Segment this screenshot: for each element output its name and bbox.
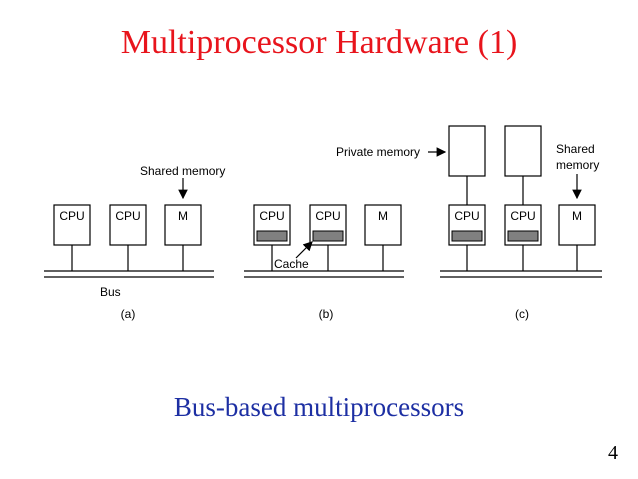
- cpu-label: CPU: [315, 209, 340, 223]
- cpu-label: CPU: [259, 209, 284, 223]
- cache-block: [256, 230, 288, 242]
- private-memory-box: [448, 125, 486, 177]
- bus-label: Bus: [100, 285, 121, 299]
- panel-b: CPU CPU M Cache (b): [244, 204, 404, 321]
- slide-title: Multiprocessor Hardware (1): [120, 24, 518, 61]
- cache-block: [507, 230, 539, 242]
- shared-memory-c-label-line2: memory: [556, 158, 599, 172]
- cpu-label: CPU: [510, 209, 535, 223]
- shared-memory-c-label-line1: Shared: [556, 142, 595, 156]
- shared-memory-label: Shared memory: [140, 164, 225, 178]
- cpu-label: CPU: [454, 209, 479, 223]
- cpu-box: [109, 204, 147, 246]
- memory-box: [558, 204, 596, 246]
- memory-label: M: [572, 209, 582, 223]
- panel-c-label: (c): [515, 307, 529, 321]
- cpu-label: CPU: [59, 209, 84, 223]
- panel-c: Private memory Shared memory CPU CPU M (…: [336, 125, 602, 321]
- private-memory-label: Private memory: [336, 145, 420, 159]
- cpu-label: CPU: [115, 209, 140, 223]
- panel-a-label: (a): [121, 307, 136, 321]
- cache-label: Cache: [274, 257, 309, 271]
- cache-arrow: [295, 241, 313, 259]
- panel-a: Shared memory CPU CPU M Bus (a): [44, 164, 225, 321]
- memory-label: M: [378, 209, 388, 223]
- page-number: 4: [608, 442, 618, 464]
- memory-box: [364, 204, 402, 246]
- memory-label: M: [178, 209, 188, 223]
- private-memory-box: [504, 125, 542, 177]
- slide-caption: Bus-based multiprocessors: [173, 392, 465, 422]
- cache-block: [312, 230, 344, 242]
- panel-b-label: (b): [319, 307, 334, 321]
- cache-block: [451, 230, 483, 242]
